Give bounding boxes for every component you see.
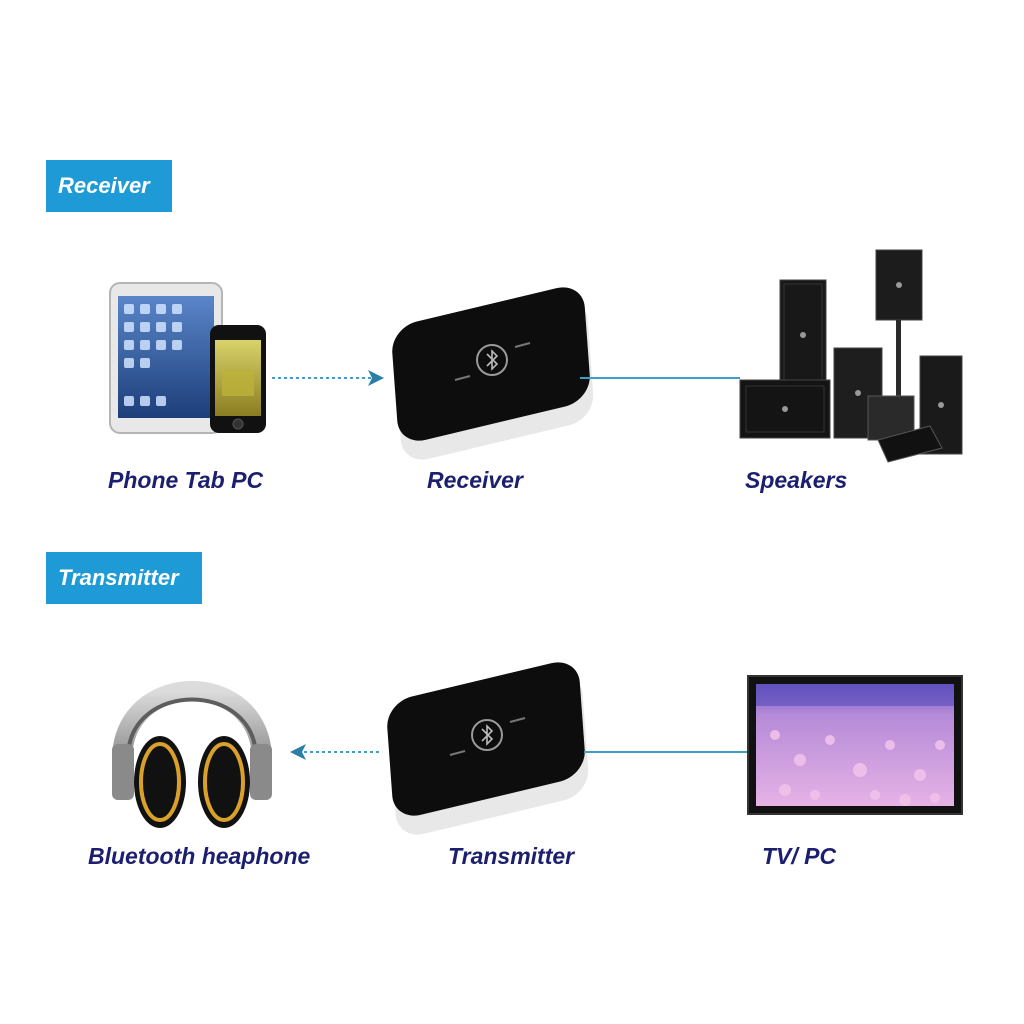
tablet-icon — [109, 282, 223, 434]
receiver-bluetooth-icon — [454, 342, 531, 381]
transmitter-device-icon — [387, 662, 589, 835]
receiver-section-badge: Receiver — [46, 160, 172, 212]
connector-transmitter-to-headphone — [290, 744, 382, 760]
phone-icon — [210, 325, 266, 433]
tv-pc-label: TV/ PC — [762, 843, 837, 869]
transmitter-label: Transmitter — [448, 843, 575, 869]
receiver-label: Receiver — [427, 467, 523, 493]
connector-source-to-receiver — [272, 370, 384, 386]
tv-icon — [747, 675, 963, 815]
transmitter-bluetooth-icon — [449, 717, 526, 756]
speakers-label: Speakers — [745, 467, 848, 493]
transmitter-section-badge: Transmitter — [46, 552, 202, 604]
headphone-icon — [112, 681, 272, 828]
speakers-icon — [739, 249, 963, 463]
bluetooth-headphone-label: Bluetooth heaphone — [88, 843, 311, 869]
phone-tab-pc-label: Phone Tab PC — [108, 467, 264, 493]
receiver-device-icon — [392, 287, 594, 460]
